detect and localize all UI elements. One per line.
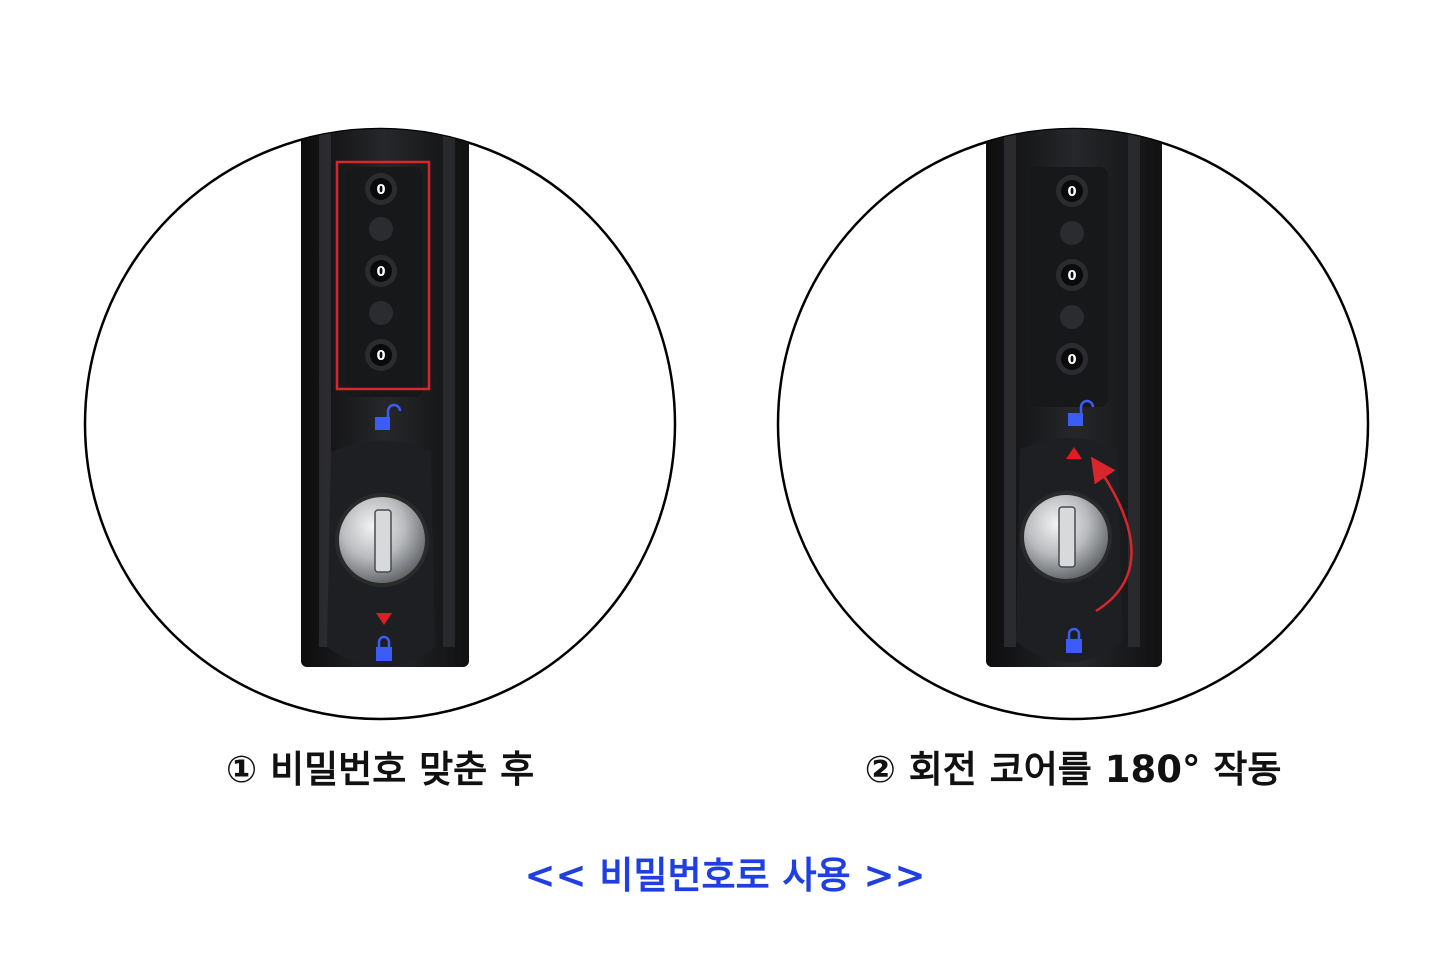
red-triangle-marker (376, 613, 392, 625)
unlocked-padlock-icon (375, 403, 402, 430)
locked-padlock-icon (376, 635, 392, 661)
unlocked-padlock-icon (1068, 399, 1095, 426)
dial-digits: 0 0 0 (370, 178, 392, 366)
dial-digit-3[interactable]: 0 (1067, 353, 1076, 368)
step1-lock-photo: 0 0 0 (83, 127, 677, 721)
step2-panel: 0 0 0 (776, 127, 1370, 721)
dial-digit-3[interactable]: 0 (376, 349, 385, 364)
step1-caption: ① 비밀번호 맞춘 후 (225, 748, 535, 791)
dial-digit-2[interactable]: 0 (1067, 269, 1076, 284)
dial-digit-1[interactable]: 0 (1067, 185, 1076, 200)
step1-panel: 0 0 0 (83, 127, 677, 721)
red-triangle-marker (1066, 447, 1082, 459)
step2-lock-photo: 0 0 0 (776, 127, 1370, 721)
dial-digits: 0 0 0 (1061, 180, 1083, 370)
step2-caption: ② 회전 코어를 180° 작동 (864, 748, 1282, 791)
dial-digit-1[interactable]: 0 (376, 183, 385, 198)
footer-title: << 비밀번호로 사용 >> (524, 854, 926, 897)
dial-digit-2[interactable]: 0 (376, 265, 385, 280)
rotation-arrow-icon (1090, 456, 1133, 613)
highlight-box (335, 160, 431, 391)
locked-padlock-icon (1066, 627, 1082, 653)
